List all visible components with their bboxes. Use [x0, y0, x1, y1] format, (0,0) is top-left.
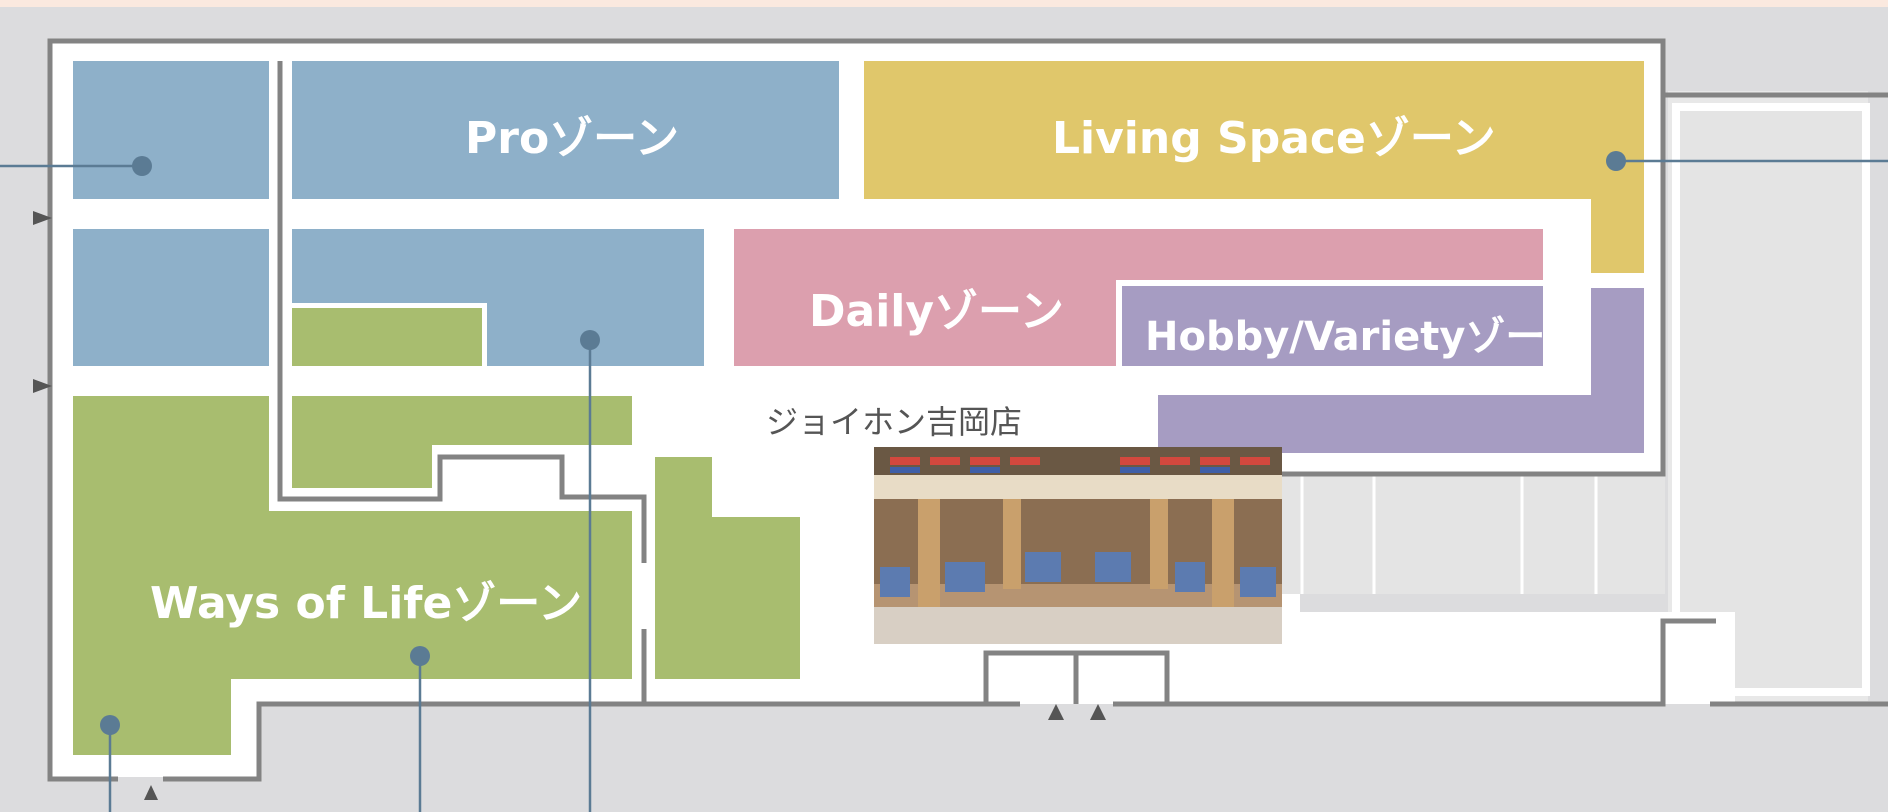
callout-dot-icon: [580, 330, 600, 350]
daily-zone-shapes: [734, 229, 1543, 366]
floor-plan-svg: [0, 38, 1888, 812]
entrance-arrow-up-icon: [1048, 704, 1064, 720]
entrance-arrow-up-icon: [1090, 704, 1106, 720]
store-interior-photo: [874, 447, 1282, 644]
parking-stall-dividers: [1300, 474, 1598, 594]
callout-dot-icon: [410, 646, 430, 666]
leader-lines: [0, 159, 1888, 812]
entrance-arrow-right-icon: [33, 211, 52, 225]
daily-zone-label: Dailyゾーン: [809, 286, 1064, 337]
parking-area: [1282, 474, 1665, 594]
pro-zone-label: Proゾーン: [465, 113, 679, 164]
walkway: [1300, 612, 1735, 704]
hobby-variety-zone-label: Hobby/Varietyゾーン: [1145, 314, 1584, 360]
floor-map: Proゾーン Living Spaceゾーン Dailyゾーン Hobby/Va…: [0, 7, 1888, 812]
entrance-arrow-right-icon: [33, 379, 52, 393]
callout-dot-icon: [1606, 151, 1626, 171]
callout-dot-icon: [100, 715, 120, 735]
entrance-arrow-up-icon: [144, 785, 158, 800]
hobby-zone-shapes: [1122, 286, 1644, 453]
walls: [47, 38, 1888, 782]
annex-inner: [1672, 103, 1870, 696]
store-name: ジョイホン吉岡店: [766, 403, 1023, 441]
callout-dots: [100, 151, 1626, 735]
pro-zone-shapes: [73, 61, 839, 366]
callout-dot-icon: [132, 156, 152, 176]
ways-zone-shapes: [73, 308, 800, 755]
ways-of-life-zone-label: Ways of Lifeゾーン: [150, 578, 583, 629]
living-zone-shapes: [864, 61, 1644, 273]
entrance-arrows: [33, 211, 1106, 800]
living-space-zone-label: Living Spaceゾーン: [1052, 113, 1496, 164]
